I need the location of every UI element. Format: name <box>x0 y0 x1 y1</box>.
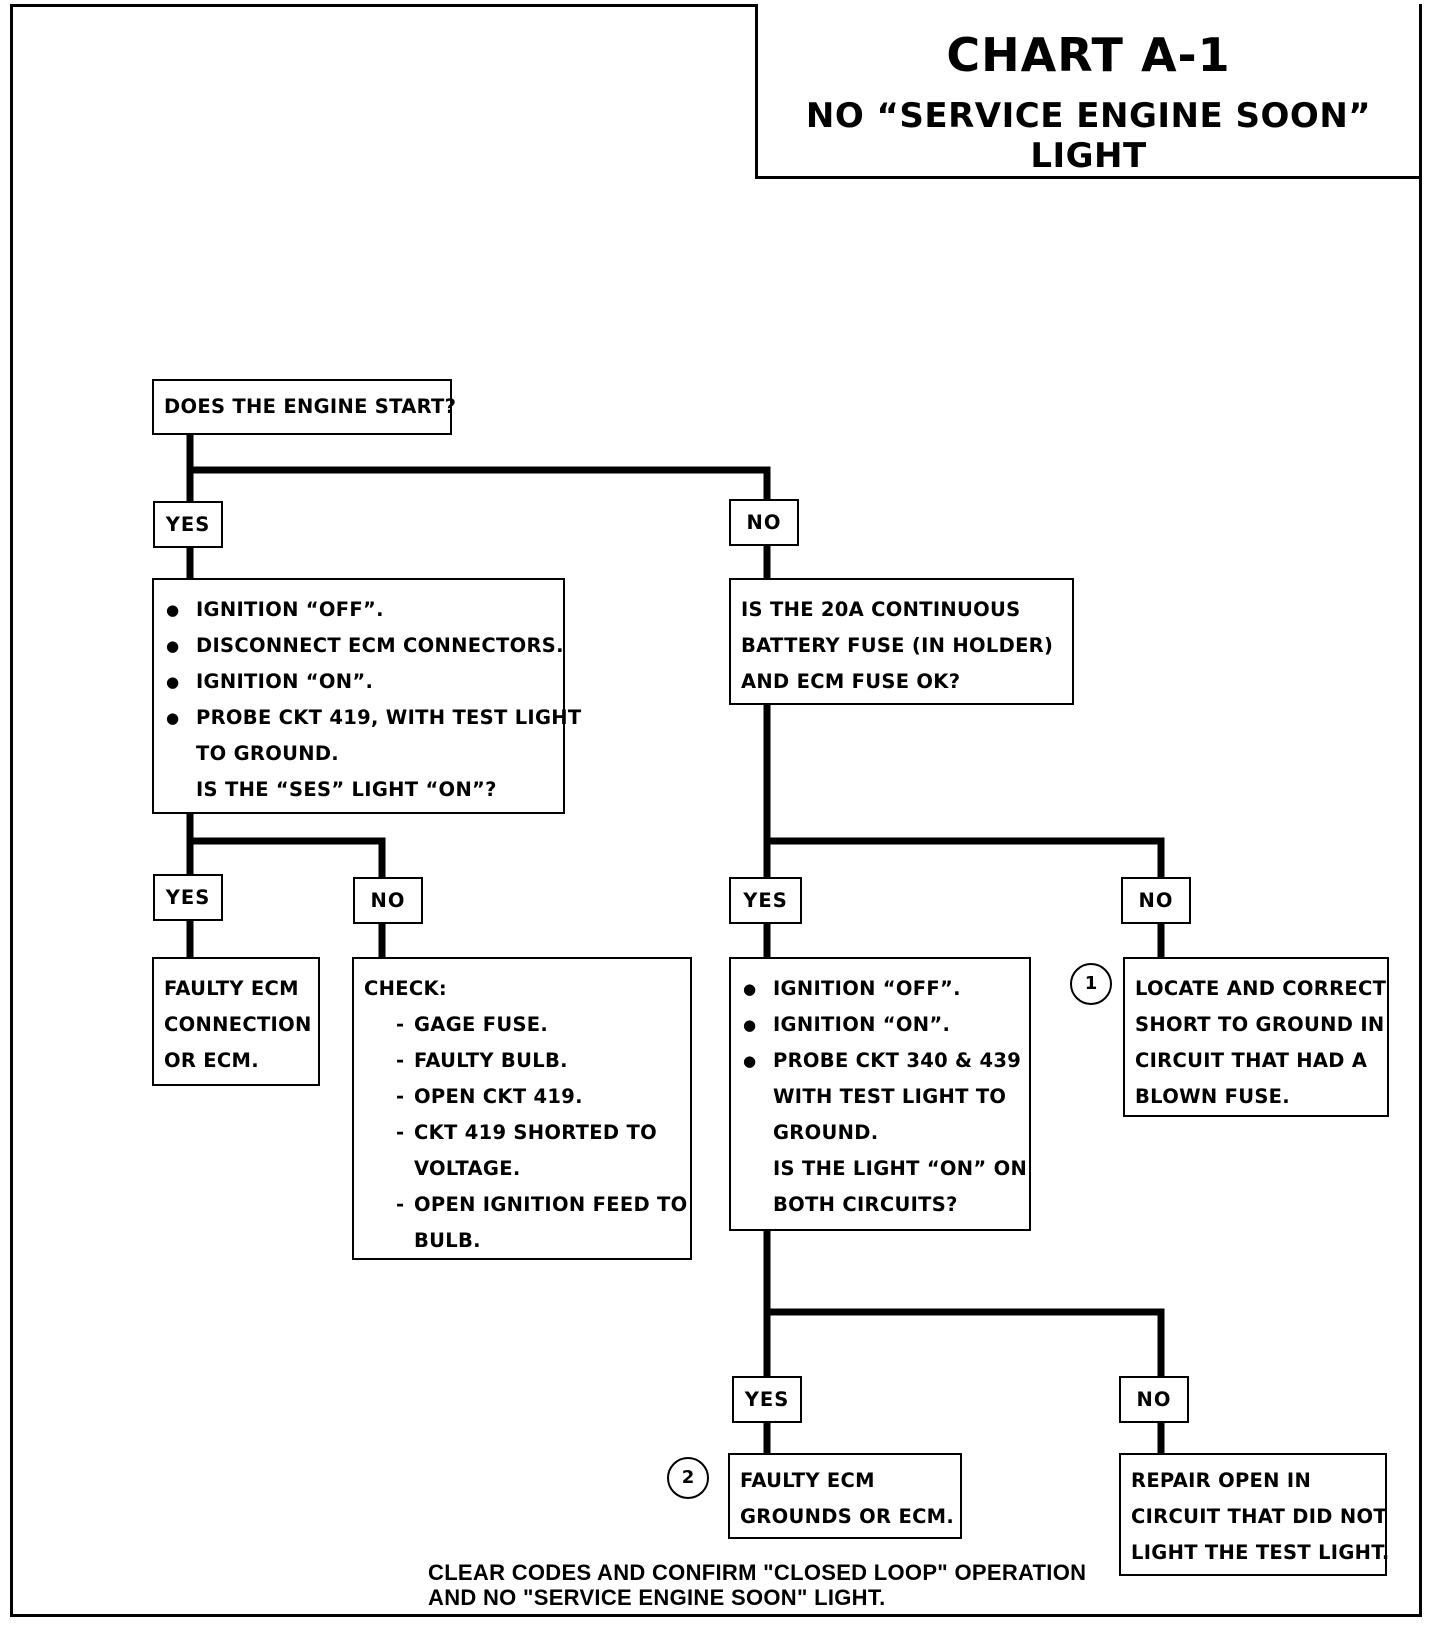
footer-line: CLEAR CODES AND CONFIRM "CLOSED LOOP" OP… <box>428 1560 1087 1585</box>
fuse-question-line: BATTERY FUSE (IN HOLDER) <box>741 634 1054 657</box>
check-heading: CHECK: <box>364 977 447 1000</box>
probe-continuation: WITH TEST LIGHT TO <box>773 1085 1007 1108</box>
check-item: GAGE FUSE. <box>364 1007 680 1043</box>
probe-continuation: GROUND. <box>773 1121 879 1144</box>
faulty-ecm-line: CONNECTION <box>164 1013 312 1036</box>
faulty-ecm-line: OR ECM. <box>164 1049 259 1072</box>
step-continuation: TO GROUND. <box>196 742 340 765</box>
step-bullet: IGNITION “ON”. <box>164 664 553 700</box>
faulty-ecm-connection-box: FAULTY ECM CONNECTION OR ECM. <box>152 957 320 1086</box>
label-no-ses-light: NO <box>353 877 423 924</box>
repair-open-box: REPAIR OPEN IN CIRCUIT THAT DID NOT LIGH… <box>1119 1453 1390 1576</box>
check-list-box: CHECK: GAGE FUSE. FAULTY BULB. OPEN CKT … <box>352 957 692 1260</box>
footer-note: CLEAR CODES AND CONFIRM "CLOSED LOOP" OP… <box>428 1560 1086 1610</box>
locate-short-line: BLOWN FUSE. <box>1135 1085 1291 1108</box>
check-item-continuation: BULB. <box>414 1229 481 1252</box>
probe-question: IS THE LIGHT “ON” ON <box>773 1157 1028 1180</box>
line-start-to-no <box>186 466 771 506</box>
probe-circuits-box: IGNITION “OFF”. IGNITION “ON”. PROBE CKT… <box>729 957 1031 1231</box>
step-number-2-marker: 2 <box>667 1457 709 1499</box>
step-number-1-marker: 1 <box>1070 963 1112 1005</box>
label-no-light-on: NO <box>1119 1376 1189 1423</box>
label-yes-light-on: YES <box>732 1376 802 1423</box>
repair-open-line: CIRCUIT THAT DID NOT <box>1131 1505 1387 1528</box>
line-probe-to-no <box>763 1308 1165 1382</box>
start-question-box: DOES THE ENGINE START? <box>152 379 456 435</box>
check-item-continuation: VOLTAGE. <box>414 1157 521 1180</box>
check-item: FAULTY BULB. <box>364 1043 680 1079</box>
probe-bullet: IGNITION “ON”. <box>741 1007 1019 1043</box>
locate-short-line: SHORT TO GROUND IN <box>1135 1013 1385 1036</box>
check-item: OPEN IGNITION FEED TO <box>364 1187 687 1223</box>
faulty-ecm-grounds-box: FAULTY ECM GROUNDS OR ECM. <box>728 1453 962 1539</box>
fuse-question-line: IS THE 20A CONTINUOUS <box>741 598 1021 621</box>
faulty-grounds-line: GROUNDS OR ECM. <box>740 1505 955 1528</box>
locate-short-line: LOCATE AND CORRECT <box>1135 977 1387 1000</box>
repair-open-line: REPAIR OPEN IN <box>1131 1469 1312 1492</box>
fuse-question-box: IS THE 20A CONTINUOUS BATTERY FUSE (IN H… <box>729 578 1074 705</box>
check-item: OPEN CKT 419. <box>364 1079 680 1115</box>
chart-title: CHART A-1 <box>946 28 1231 82</box>
faulty-grounds-line: FAULTY ECM <box>740 1469 875 1492</box>
line-steps-to-no <box>186 837 386 881</box>
footer-line: AND NO "SERVICE ENGINE SOON" LIGHT. <box>428 1585 886 1610</box>
page-border <box>10 4 1422 1617</box>
step-bullet: DISCONNECT ECM CONNECTORS. <box>164 628 564 664</box>
step-bullet: PROBE CKT 419, WITH TEST LIGHT <box>164 700 581 736</box>
chart-subtitle: NO “SERVICE ENGINE SOON” LIGHT <box>805 96 1372 176</box>
probe-bullet: PROBE CKT 340 & 439 <box>741 1043 1021 1079</box>
probe-question: BOTH CIRCUITS? <box>773 1193 958 1216</box>
label-yes-fuse-ok: YES <box>729 877 802 924</box>
check-item: CKT 419 SHORTED TO <box>364 1115 680 1151</box>
chart-title-box: CHART A-1 NO “SERVICE ENGINE SOON” LIGHT <box>755 4 1422 179</box>
locate-short-line: CIRCUIT THAT HAD A <box>1135 1049 1368 1072</box>
probe-bullet: IGNITION “OFF”. <box>741 971 1019 1007</box>
step-bullet: IGNITION “OFF”. <box>164 592 553 628</box>
step-question: IS THE “SES” LIGHT “ON”? <box>196 778 497 801</box>
line-question-to-no <box>763 837 1165 881</box>
label-no-engine-starts: NO <box>729 499 799 546</box>
label-yes-ses-light: YES <box>153 874 223 921</box>
locate-short-box: LOCATE AND CORRECT SHORT TO GROUND IN CI… <box>1123 957 1389 1117</box>
repair-open-line: LIGHT THE TEST LIGHT. <box>1131 1541 1390 1564</box>
start-question-text: DOES THE ENGINE START? <box>164 395 457 418</box>
faulty-ecm-line: FAULTY ECM <box>164 977 299 1000</box>
fuse-question-line: AND ECM FUSE OK? <box>741 670 961 693</box>
label-yes-engine-starts: YES <box>153 501 223 548</box>
ecm-connector-steps-box: IGNITION “OFF”. DISCONNECT ECM CONNECTOR… <box>152 578 581 814</box>
label-no-fuse-ok: NO <box>1121 877 1191 924</box>
